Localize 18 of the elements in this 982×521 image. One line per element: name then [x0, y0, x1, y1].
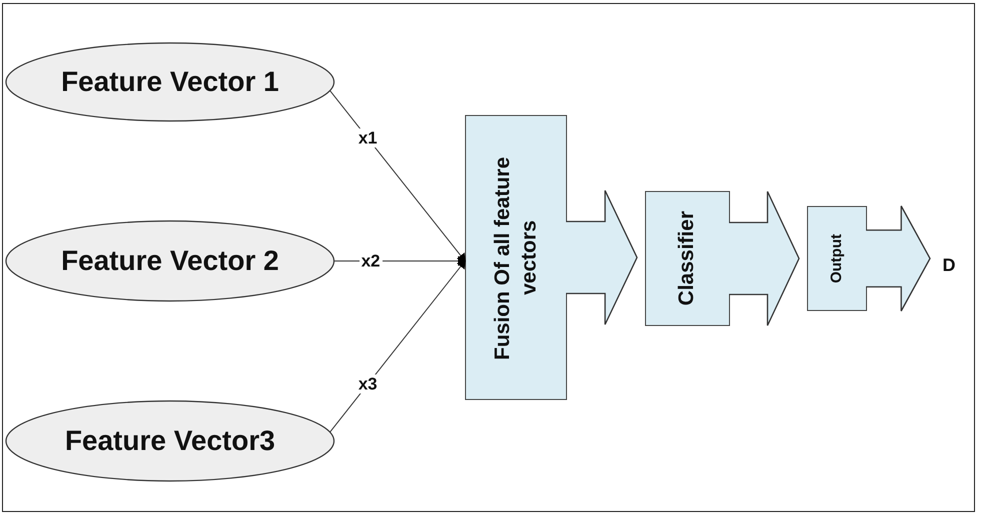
connector-line: [330, 90, 466, 262]
process-box: [807, 206, 867, 311]
process-box: [645, 191, 730, 326]
edge-label: x1: [356, 128, 380, 148]
box-label: Fusion Of all feature vectors: [490, 154, 541, 362]
connector-line: [330, 260, 466, 433]
edge-label: x3: [356, 374, 380, 394]
block-arrow: [565, 190, 638, 326]
box-label: Output: [828, 234, 846, 284]
block-arrow: [728, 190, 800, 326]
connector-line: [334, 256, 466, 266]
ellipse-label: Feature Vector 2: [61, 244, 279, 278]
ellipse-label: Feature Vector3: [64, 424, 276, 458]
ellipse-label: Feature Vector 1: [61, 65, 279, 99]
output-symbol: D: [942, 254, 956, 276]
process-box: [465, 115, 567, 400]
block-arrow: [865, 205, 931, 312]
box-label: Classifier: [674, 211, 700, 306]
